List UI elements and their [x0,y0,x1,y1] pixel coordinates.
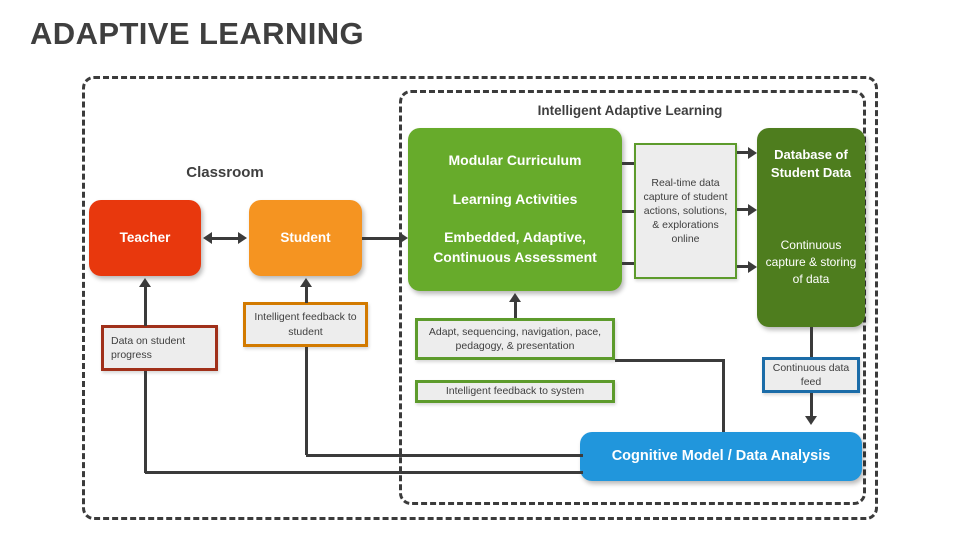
student-curriculum-connector-line [362,236,399,240]
cognitive-student-horizontal-line [306,454,583,457]
arrow-right-icon [399,232,408,244]
cognitive-adapt-vertical-line [722,360,725,432]
capture-database-line-bottom [737,265,749,268]
classroom-caption: Classroom [186,164,264,181]
cognitive-adapt-horizontal-line [615,358,725,362]
continuous-data-feed-label[interactable]: Continuous data feed [762,357,860,393]
cognitive-student-vertical-lower [304,347,308,455]
student-node[interactable]: Student [249,200,362,276]
cognitive-model-node[interactable]: Cognitive Model / Data Analysis [580,432,862,481]
capture-database-line-top [737,151,749,154]
arrow-right-icon [748,203,757,216]
database-node-subtitle: Continuous capture & storing of data [765,238,857,286]
cognitive-teacher-vertical-upper [143,287,147,326]
classroom-region-boundary [82,76,878,520]
teacher-student-connector-line [212,236,238,240]
datafeed-cognitive-connector-line [809,393,813,417]
teacher-node[interactable]: Teacher [89,200,201,276]
arrow-down-icon [805,416,817,425]
data-on-student-progress-label[interactable]: Data on student progress [101,325,218,371]
curriculum-line-3: Embedded, Adaptive, Continuous Assessmen… [433,229,597,265]
intelligent-adaptive-learning-caption: Intelligent Adaptive Learning [537,103,723,118]
arrow-up-icon [509,293,521,302]
arrow-up-icon [139,278,151,287]
adapt-sequencing-label[interactable]: Adapt, sequencing, navigation, pace, ped… [415,318,615,360]
cognitive-student-vertical-upper [304,287,308,303]
page-title: ADAPTIVE LEARNING [30,16,365,51]
curriculum-line-1: Modular Curriculum [448,152,582,169]
cognitive-teacher-vertical-lower [143,371,147,473]
curriculum-line-2: Learning Activities [452,190,578,207]
database-node[interactable]: Database of Student Data Continuous capt… [757,128,865,327]
curriculum-node[interactable]: Modular Curriculum Learning Activities E… [408,128,622,291]
arrow-right-icon [748,146,757,159]
cognitive-teacher-horizontal-line [145,471,583,474]
curriculum-capture-stub-middle [622,210,634,213]
curriculum-capture-stub-top [622,162,634,165]
arrow-right-icon [238,232,247,244]
database-datafeed-connector-line [809,327,813,357]
adapt-curriculum-connector-line [513,302,517,318]
arrow-right-icon [748,260,757,273]
intelligent-feedback-to-system-label[interactable]: Intelligent feedback to system [415,380,615,403]
database-node-title: Database of Student Data [770,147,852,180]
arrow-up-icon [300,278,312,287]
realtime-capture-label[interactable]: Real-time data capture of student action… [634,143,737,279]
intelligent-feedback-to-student-label[interactable]: Intelligent feedback to student [243,302,368,347]
capture-database-line-middle [737,208,749,211]
arrow-left-icon [203,232,212,244]
curriculum-capture-stub-bottom [622,262,634,265]
